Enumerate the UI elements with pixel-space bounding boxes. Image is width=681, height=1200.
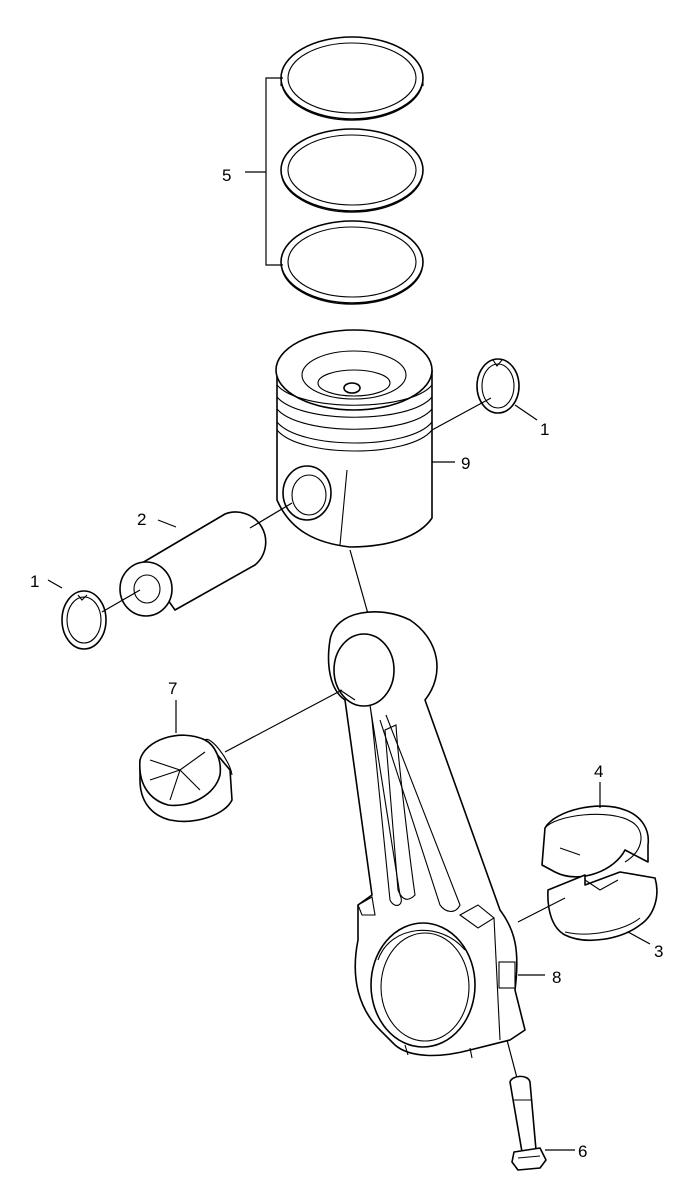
small-end-bushing bbox=[139, 734, 233, 823]
callout-1-right: 1 bbox=[540, 420, 549, 439]
callout-7: 7 bbox=[168, 679, 177, 698]
bearing-lower bbox=[547, 871, 658, 941]
piston-ring-bottom bbox=[280, 220, 424, 305]
callout-1-left: 1 bbox=[30, 572, 39, 591]
piston-ring-middle bbox=[280, 128, 424, 213]
piston bbox=[275, 329, 433, 548]
callout-6: 6 bbox=[578, 1142, 587, 1161]
connecting-rod bbox=[327, 611, 526, 1059]
piston-ring-set bbox=[280, 36, 424, 305]
ring-set-bracket bbox=[245, 77, 283, 266]
rod-bolt bbox=[509, 1075, 547, 1171]
piston-ring-top bbox=[280, 36, 424, 121]
piston-pin bbox=[119, 511, 267, 617]
bearing-upper bbox=[541, 805, 650, 878]
callout-9: 9 bbox=[461, 454, 470, 473]
callout-5: 5 bbox=[222, 166, 231, 185]
retaining-ring-left bbox=[61, 590, 107, 650]
callout-3: 3 bbox=[654, 942, 663, 961]
callout-2: 2 bbox=[137, 510, 146, 529]
callout-4: 4 bbox=[594, 762, 603, 781]
retaining-ring-right bbox=[476, 358, 520, 414]
callout-8: 8 bbox=[552, 968, 561, 987]
